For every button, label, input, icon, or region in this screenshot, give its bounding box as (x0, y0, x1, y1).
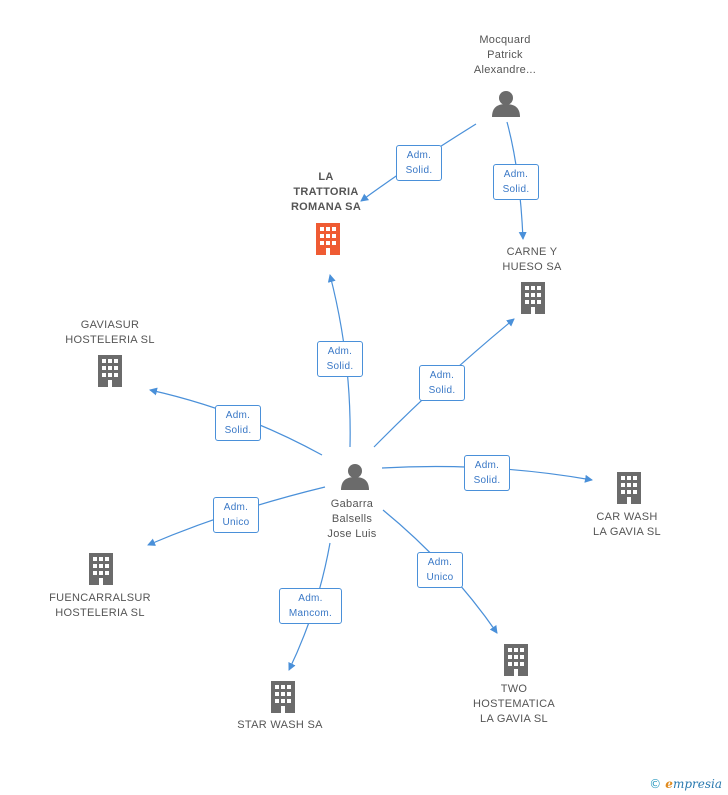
building-icon[interactable] (316, 223, 340, 255)
node-label-two[interactable]: TWO HOSTEMATICA LA GAVIA SL (473, 683, 555, 725)
building-icon[interactable] (521, 282, 545, 314)
node-label-gabarra[interactable]: Gabarra Balsells Jose Luis (327, 498, 377, 540)
brand-name: mpresia (672, 777, 722, 791)
edge-label-gabarra-gaviasur: Adm. Solid. (215, 405, 261, 441)
empresia-watermark: ©empresia (649, 777, 722, 791)
node-label-trattoria[interactable]: LA TRATTORIA ROMANA SA (290, 171, 362, 213)
person-icon[interactable] (341, 464, 369, 490)
node-label-gaviasur[interactable]: GAVIASUR HOSTELERIA SL (65, 319, 155, 346)
node-label-starwash[interactable]: STAR WASH SA (237, 719, 323, 731)
building-icon[interactable] (89, 553, 113, 585)
edge-label-gabarra-trattoria: Adm. Solid. (317, 341, 363, 377)
person-icon[interactable] (492, 91, 520, 117)
node-label-carne[interactable]: CARNE Y HUESO SA (502, 246, 562, 273)
node-label-fuencarral[interactable]: FUENCARRALSUR HOSTELERIA SL (49, 592, 151, 619)
copyright-icon: © (649, 777, 662, 791)
building-icon[interactable] (504, 644, 528, 676)
node-label-mocquard[interactable]: Mocquard Patrick Alexandre... (473, 34, 537, 76)
building-icon[interactable] (98, 355, 122, 387)
edge-label-mocquard-carne: Adm. Solid. (493, 164, 539, 200)
edge-label-gabarra-starwash: Adm. Mancom. (279, 588, 342, 624)
building-icon[interactable] (271, 681, 295, 713)
edge-label-mocquard-trattoria: Adm. Solid. (396, 145, 442, 181)
edge-label-gabarra-two: Adm. Unico (417, 552, 463, 588)
brand-initial: e (665, 777, 673, 791)
node-label-carwash[interactable]: CAR WASH LA GAVIA SL (593, 511, 661, 538)
edge-label-gabarra-fuencarral: Adm. Unico (213, 497, 259, 533)
building-icon[interactable] (617, 472, 641, 504)
edge-label-gabarra-carwash: Adm. Solid. (464, 455, 510, 491)
edge-label-gabarra-carne: Adm. Solid. (419, 365, 465, 401)
